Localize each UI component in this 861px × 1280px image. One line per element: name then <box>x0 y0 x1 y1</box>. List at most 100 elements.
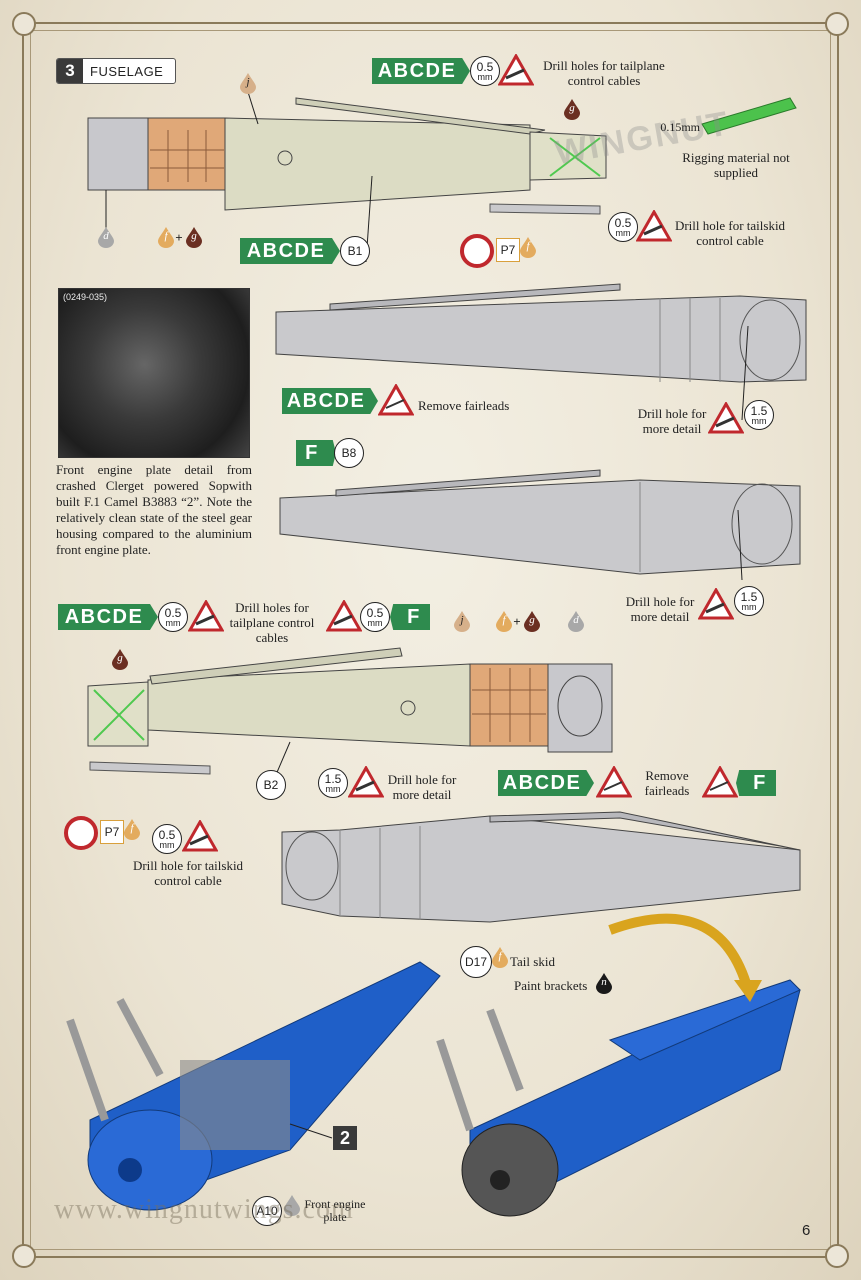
label-drill-detail: Drill hole for more detail <box>625 594 695 624</box>
border-corner-ornament <box>12 1244 36 1268</box>
drill-warning-icon <box>708 402 744 434</box>
drill-unit: mm <box>741 601 757 612</box>
part-label: D17 <box>464 955 487 969</box>
paint-code-g: g <box>569 102 575 114</box>
drill-unit: mm <box>325 783 341 794</box>
version-tag-f: F <box>296 440 336 466</box>
page-number: 6 <box>802 1222 811 1239</box>
section-title: FUSELAGE <box>90 63 164 79</box>
drill-unit: mm <box>477 71 493 82</box>
part-p7: P7 <box>496 238 520 262</box>
drill-unit: mm <box>615 227 631 238</box>
part-p7: P7 <box>100 820 124 844</box>
label-paint-brackets: Paint brackets <box>514 978 588 993</box>
paint-drop-icon <box>496 611 512 632</box>
drill-size: 1.5 <box>750 403 768 418</box>
plus-sign: + <box>175 230 183 245</box>
drill-unit: mm <box>751 415 767 426</box>
paint-drop-icon <box>186 227 202 248</box>
drill-unit: mm <box>159 839 175 850</box>
paint-drop-icon <box>158 227 174 248</box>
paint-code-f: f <box>498 950 502 962</box>
page-border-outer <box>22 22 839 1258</box>
no-elephant-icon <box>460 234 494 268</box>
drill-size-badge: 0.5 mm <box>158 602 188 632</box>
paint-drop-icon <box>98 227 114 248</box>
footer-website: www.wingnutwings.com <box>54 1194 354 1225</box>
drill-size: 0.5 <box>164 605 182 620</box>
label-drill-detail: Drill hole for more detail <box>637 406 707 436</box>
fuselage-half-b8 <box>279 469 801 575</box>
fuselage-half-bottom-inner <box>87 647 613 753</box>
drill-size: 0.5 <box>158 827 176 842</box>
reference-photo: (0249-035) <box>58 288 250 458</box>
paint-code-d: d <box>103 230 109 242</box>
label-remove-fairleads: Remove fairleads <box>644 768 690 798</box>
drill-warning-icon <box>348 766 384 798</box>
paint-drop-icon <box>492 947 508 968</box>
drill-unit: mm <box>367 617 383 628</box>
fuselage-half-top-inner <box>87 97 607 211</box>
paint-code-f: f <box>130 822 134 834</box>
part-number-b8: B8 <box>334 438 364 468</box>
drill-warning-icon <box>698 588 734 620</box>
label-drill-tailskid: Drill hole for tailskid control cable <box>132 858 244 888</box>
version-tag-abcde: ABCDE <box>498 770 594 796</box>
remove-warning-icon <box>702 766 738 798</box>
page-border-inner <box>30 30 831 1250</box>
drill-warning-icon <box>636 210 672 242</box>
paint-drop-icon <box>564 99 580 120</box>
border-corner-ornament <box>825 12 849 36</box>
drill-size-badge: 0.5 mm <box>470 56 500 86</box>
paint-code-f: f <box>502 614 506 626</box>
part-number-a10: A10 <box>252 1196 282 1226</box>
part-number-d17: D17 <box>460 946 492 978</box>
drill-size: 0.5 <box>614 215 632 230</box>
paint-drop-icon <box>284 1195 300 1216</box>
part-number-b1: B1 <box>340 236 370 266</box>
version-tag-abcde: ABCDE <box>282 388 378 414</box>
drill-size-badge: 1.5 mm <box>734 586 764 616</box>
label-drill-tailplane: Drill holes for tailplane control cables <box>229 600 315 645</box>
part-label: B1 <box>347 244 363 258</box>
paint-code-j: j <box>246 76 250 88</box>
drill-size-badge: 0.5 mm <box>608 212 638 242</box>
drill-size: 1.5 <box>324 771 342 786</box>
border-corner-ornament <box>12 12 36 36</box>
drill-size-badge: 0.5 mm <box>360 602 390 632</box>
paint-code-g: g <box>529 614 535 626</box>
no-elephant-icon <box>64 816 98 850</box>
drill-size-badge: 1.5 mm <box>318 768 348 798</box>
paint-drop-icon <box>568 611 584 632</box>
part-number-b2: B2 <box>256 770 286 800</box>
assembled-fuselage-right <box>436 979 801 1217</box>
part-label: B8 <box>341 446 357 460</box>
paint-drop-icon <box>524 611 540 632</box>
drill-size: 0.5 <box>366 605 384 620</box>
version-tag-f: F <box>390 604 430 630</box>
drill-unit: mm <box>165 617 181 628</box>
paint-drop-icon <box>520 237 536 258</box>
drill-warning-icon <box>188 600 224 632</box>
paint-drop-icon <box>454 611 470 632</box>
fuselage-half-b2 <box>281 811 801 923</box>
version-tag-f: F <box>736 770 776 796</box>
photo-id: (0249-035) <box>63 292 108 302</box>
label-drill-tailskid: Drill hole for tailskid control cable <box>674 218 786 248</box>
remove-warning-icon <box>596 766 632 798</box>
remove-warning-icon <box>378 384 414 416</box>
step-reference-2: 2 <box>333 1126 357 1150</box>
drill-size-badge: 1.5 mm <box>744 400 774 430</box>
drill-size-badge: 0.5 mm <box>152 824 182 854</box>
part-label: B2 <box>263 778 279 792</box>
label-tail-skid: Tail skid <box>510 954 555 969</box>
version-tag-abcde: ABCDE <box>58 604 158 630</box>
rigging-size: 0.15mm <box>660 120 700 134</box>
label-drill-tailplane: Drill holes for tailplane control cables <box>543 58 665 88</box>
paint-code-d: d <box>573 614 579 626</box>
paint-code-j: j <box>460 614 464 626</box>
paint-drop-icon <box>240 73 256 94</box>
paint-drop-icon <box>596 973 612 994</box>
